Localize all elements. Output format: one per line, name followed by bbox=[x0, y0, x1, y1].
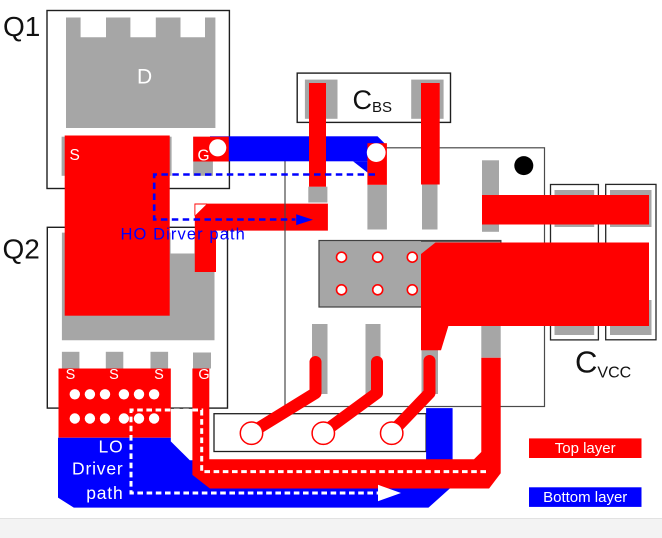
svg-text:Top layer: Top layer bbox=[555, 440, 616, 457]
svg-text:LO: LO bbox=[99, 437, 124, 457]
svg-text:HO Dirver path: HO Dirver path bbox=[121, 225, 246, 243]
svg-text:S: S bbox=[70, 147, 80, 164]
svg-text:D: D bbox=[137, 66, 152, 89]
svg-text:G: G bbox=[198, 367, 209, 383]
svg-text:Driver: Driver bbox=[72, 459, 123, 479]
svg-text:Q2: Q2 bbox=[3, 234, 40, 265]
svg-text:path: path bbox=[86, 483, 123, 503]
svg-text:G: G bbox=[198, 148, 210, 165]
svg-text:S: S bbox=[109, 367, 119, 383]
svg-text:Q1: Q1 bbox=[3, 11, 40, 42]
svg-text:S: S bbox=[66, 367, 76, 383]
svg-text:S: S bbox=[154, 367, 164, 383]
svg-text:Bottom layer: Bottom layer bbox=[543, 489, 627, 506]
